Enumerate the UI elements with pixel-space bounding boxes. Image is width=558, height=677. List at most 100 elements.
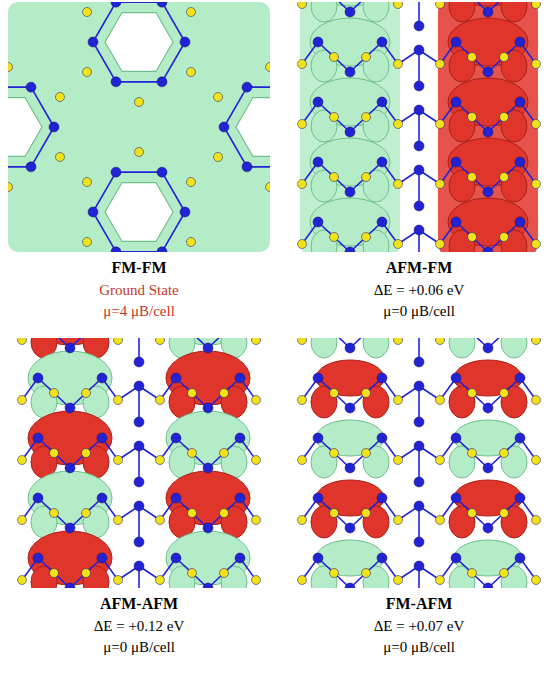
carbon-atom [451, 373, 461, 383]
sulfur-atom [298, 456, 307, 465]
sulfur-atom [394, 456, 403, 465]
carbon-atom [483, 127, 493, 137]
bond-line [93, 2, 116, 42]
carbon-atom [134, 417, 144, 427]
carbon-atom [414, 501, 424, 511]
sulfur-atom [468, 53, 477, 62]
sulfur-atom [394, 516, 403, 525]
carbon-atom [345, 403, 355, 413]
sulfur-atom [114, 396, 123, 405]
bond-line [162, 172, 185, 212]
carbon-atom [111, 77, 121, 87]
carbon-atom [377, 157, 387, 167]
sulfur-atom [298, 180, 307, 189]
sulfur-atom [82, 449, 91, 458]
sulfur-atom [82, 509, 91, 518]
carbon-atom [157, 77, 167, 87]
carbon-atom [33, 433, 43, 443]
carbon-atom [483, 343, 493, 353]
sulfur-atom [50, 569, 59, 578]
carbon-atom [414, 381, 424, 391]
carbon-atom [414, 225, 424, 235]
sulfur-atom [18, 396, 27, 405]
carbon-atom [414, 561, 424, 571]
carbon-atom [171, 373, 181, 383]
carbon-atom [515, 37, 525, 47]
sulfur-atom [500, 569, 509, 578]
carbon-atom [451, 217, 461, 227]
sulfur-atom [468, 449, 477, 458]
carbon-atom [33, 493, 43, 503]
carbon-atom [414, 105, 424, 115]
lattice-hole [105, 13, 173, 72]
energy-difference: ΔE = +0.07 eV [288, 616, 550, 636]
carbon-atom [377, 433, 387, 443]
sulfur-atom [394, 396, 403, 405]
carbon-atom [26, 82, 36, 92]
sulfur-atom [468, 389, 477, 398]
bond-line [93, 172, 116, 212]
carbon-atom [97, 553, 107, 563]
bond-line [138, 446, 140, 482]
carbon-atom [203, 403, 213, 413]
sulfur-atom [82, 569, 91, 578]
carbon-atom [134, 501, 144, 511]
sulfur-atom [468, 569, 477, 578]
sulfur-atom [18, 516, 27, 525]
carbon-atom [88, 37, 98, 47]
sulfur-atom [436, 396, 445, 405]
carbon-atom [134, 381, 144, 391]
bond-line [418, 446, 420, 482]
sulfur-atom [220, 449, 229, 458]
sulfur-atom [330, 389, 339, 398]
carbon-atom [414, 81, 424, 91]
bond-line [224, 127, 247, 167]
bond-line [418, 50, 420, 86]
carbon-atom [451, 433, 461, 443]
carbon-atom [483, 247, 493, 252]
sulfur-atom [55, 153, 64, 162]
spin-density-lobe [363, 2, 389, 22]
carbon-atom [88, 207, 98, 217]
sulfur-atom [18, 576, 27, 585]
sulfur-atom [330, 233, 339, 242]
sulfur-atom [500, 53, 509, 62]
sulfur-atom [50, 449, 59, 458]
spin-density-lobe [449, 2, 475, 22]
bond-line [116, 81, 162, 83]
sulfur-atom [298, 576, 307, 585]
bond-line [138, 506, 140, 542]
spin-density-ground [8, 2, 270, 252]
sulfur-atom [532, 396, 541, 405]
carbon-atom [451, 493, 461, 503]
carbon-atom [451, 553, 461, 563]
carbon-atom [345, 127, 355, 137]
state-name: FM-FM [8, 258, 270, 278]
sulfur-atom [532, 180, 541, 189]
carbon-atom [33, 373, 43, 383]
carbon-atom [65, 523, 75, 533]
lattice-hole [236, 98, 270, 157]
carbon-atom [345, 67, 355, 77]
sulfur-atom [468, 113, 477, 122]
sulfur-atom [298, 396, 307, 405]
sulfur-atom [394, 2, 403, 9]
carbon-atom [414, 45, 424, 55]
sulfur-atom [532, 60, 541, 69]
sulfur-atom [468, 509, 477, 518]
sulfur-atom [50, 509, 59, 518]
carbon-atom [180, 37, 190, 47]
sulfur-atom [135, 148, 144, 157]
sulfur-atom [394, 338, 403, 345]
bond-line [162, 2, 185, 42]
bond-line [93, 212, 116, 252]
carbon-atom [171, 493, 181, 503]
sulfur-atom [394, 240, 403, 249]
sulfur-atom [18, 456, 27, 465]
carbon-atom [313, 433, 323, 443]
carbon-atom [219, 122, 229, 132]
carbon-atom [313, 157, 323, 167]
sulfur-atom [298, 2, 307, 9]
carbon-atom [377, 37, 387, 47]
sulfur-atom [55, 93, 64, 102]
